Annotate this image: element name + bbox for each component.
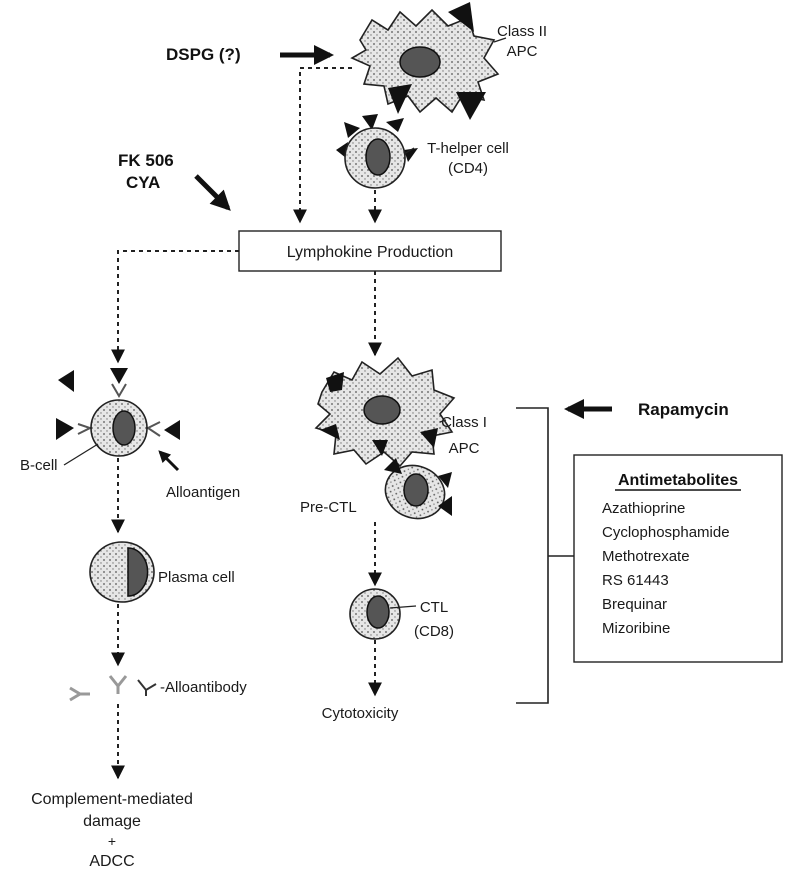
apc-to-lymphokine-path: [293, 67, 352, 224]
cya-label: CYA: [126, 173, 160, 192]
t-helper-label-1: T-helper cell: [427, 140, 509, 157]
t-helper-label-2: (CD4): [448, 160, 488, 177]
class-i-label-1: Class I: [441, 414, 487, 431]
antimetabolite-item: RS 61443: [602, 572, 669, 589]
antimetabolite-item: Cyclophosphamide: [602, 524, 730, 541]
complement-label-3: +: [108, 833, 116, 849]
b-cell-label: B-cell: [20, 457, 58, 474]
pre-ctl-cell: [384, 458, 452, 520]
complement-label-1: Complement-mediated: [31, 791, 193, 808]
antigen-triangle: [388, 84, 412, 114]
fk506-label: FK 506: [118, 151, 174, 170]
ctl-cell: [349, 588, 401, 640]
antimetabolite-item: Azathioprine: [602, 500, 685, 517]
ctl-label-2: (CD8): [414, 623, 454, 640]
alloantibody-label: -Alloantibody: [160, 679, 247, 696]
class-ii-label-2: APC: [507, 43, 538, 60]
b-cell: [56, 368, 180, 457]
class-i-label-2: APC: [449, 440, 480, 457]
alloantigen-triangle: [58, 370, 74, 392]
complement-label-4: ADCC: [89, 853, 134, 870]
antimetabolite-item: Mizoribine: [602, 620, 670, 637]
class-i-apc-cell: [314, 356, 456, 468]
antigen-triangle: [456, 92, 486, 120]
antimetabolite-item: Methotrexate: [602, 548, 690, 565]
lymphokine-to-bcell-path: [111, 250, 239, 364]
pre-ctl-label: Pre-CTL: [300, 499, 357, 516]
alloantigen-label: Alloantigen: [166, 484, 240, 501]
plasma-cell-label: Plasma cell: [158, 569, 235, 586]
alloantibody-icons: [69, 675, 157, 702]
bracket: [516, 407, 549, 704]
antimetabolite-item: Brequinar: [602, 596, 667, 613]
t-helper-cell: [336, 114, 418, 189]
class-ii-apc-cell: [350, 2, 500, 120]
cytotoxicity-label: Cytotoxicity: [322, 705, 399, 722]
lymphokine-label: Lymphokine Production: [287, 244, 454, 261]
complement-label-2: damage: [83, 813, 141, 830]
plasma-cell: [89, 541, 155, 603]
antigen-triangle: [448, 2, 474, 32]
fk506-arrow: [194, 174, 231, 211]
ctl-label-1: CTL: [420, 599, 448, 616]
rapamycin-label: Rapamycin: [638, 400, 729, 419]
antimetabolites-title: Antimetabolites: [618, 472, 738, 489]
class-ii-label-1: Class II: [497, 23, 547, 40]
dspg-label: DSPG (?): [166, 45, 241, 64]
